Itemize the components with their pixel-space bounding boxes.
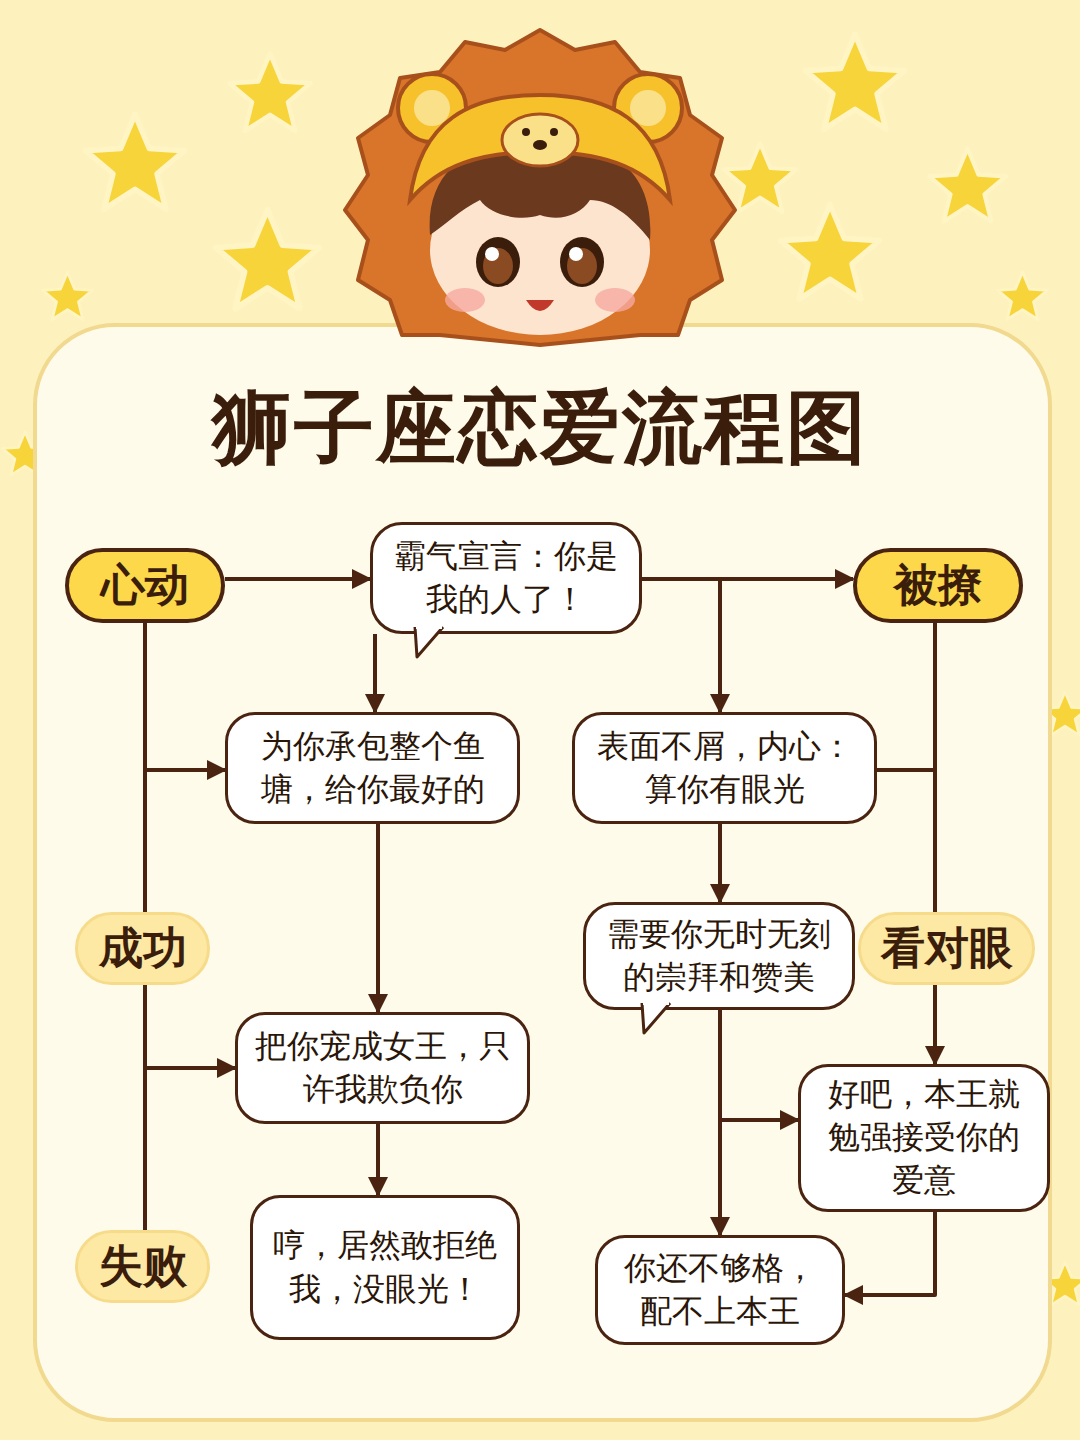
process-box: 好吧，本王就勉强接受你的爱意 bbox=[798, 1064, 1050, 1212]
flow-arrow bbox=[145, 623, 225, 770]
node-text: 心动 bbox=[101, 556, 189, 615]
speech-bubble: 霸气宣言：你是我的人了！ bbox=[370, 522, 642, 634]
node-text: 看对眼 bbox=[881, 919, 1013, 978]
flow-arrow bbox=[718, 1010, 722, 1235]
diagram-title: 狮子座恋爱流程图 bbox=[60, 375, 1020, 483]
flow-arrow bbox=[143, 623, 147, 912]
flow-arrow bbox=[720, 1010, 798, 1120]
process-box: 你还不够格，配不上本王 bbox=[595, 1235, 845, 1345]
flow-arrow bbox=[642, 577, 853, 581]
node-text: 好吧，本王就勉强接受你的爱意 bbox=[813, 1073, 1035, 1203]
step-label: 失败 bbox=[75, 1230, 210, 1303]
bubble-tail bbox=[411, 627, 451, 661]
node-text: 你还不够格，配不上本王 bbox=[610, 1247, 830, 1333]
speech-bubble: 需要你无时无刻的崇拜和赞美 bbox=[583, 902, 855, 1010]
flow-arrow bbox=[376, 824, 380, 1012]
process-box: 表面不屑，内心：算你有眼光 bbox=[572, 712, 877, 824]
process-box: 为你承包整个鱼塘，给你最好的 bbox=[225, 712, 520, 824]
flow-arrow bbox=[225, 577, 370, 581]
node-text: 哼，居然敢拒绝我，没眼光！ bbox=[265, 1224, 505, 1310]
node-text: 被撩 bbox=[894, 556, 982, 615]
node-text: 表面不屑，内心：算你有眼光 bbox=[587, 725, 862, 811]
flow-arrow bbox=[376, 1124, 380, 1195]
step-label: 成功 bbox=[75, 912, 210, 985]
flow-arrow bbox=[642, 579, 720, 712]
flow-arrow bbox=[373, 634, 377, 712]
bubble-tail bbox=[638, 1003, 678, 1037]
flow-arrow bbox=[933, 985, 937, 1064]
node-text: 霸气宣言：你是我的人了！ bbox=[385, 535, 627, 621]
process-box: 哼，居然敢拒绝我，没眼光！ bbox=[250, 1195, 520, 1340]
node-text: 把你宠成女王，只许我欺负你 bbox=[250, 1025, 515, 1111]
node-text: 成功 bbox=[99, 919, 187, 978]
flow-arrow bbox=[145, 985, 235, 1068]
flow-arrow bbox=[845, 1212, 935, 1295]
flow-arrow bbox=[143, 985, 147, 1230]
step-label: 心动 bbox=[65, 548, 225, 623]
flow-arrow bbox=[718, 824, 722, 902]
step-label: 看对眼 bbox=[858, 912, 1035, 985]
node-text: 需要你无时无刻的崇拜和赞美 bbox=[598, 913, 840, 999]
flow-arrow bbox=[877, 623, 935, 770]
process-box: 把你宠成女王，只许我欺负你 bbox=[235, 1012, 530, 1124]
step-label: 被撩 bbox=[853, 548, 1023, 623]
node-text: 失败 bbox=[99, 1237, 187, 1296]
flow-arrow bbox=[933, 623, 937, 912]
main-panel bbox=[35, 325, 1050, 1420]
node-text: 为你承包整个鱼塘，给你最好的 bbox=[240, 725, 505, 811]
lion-character bbox=[345, 30, 735, 345]
